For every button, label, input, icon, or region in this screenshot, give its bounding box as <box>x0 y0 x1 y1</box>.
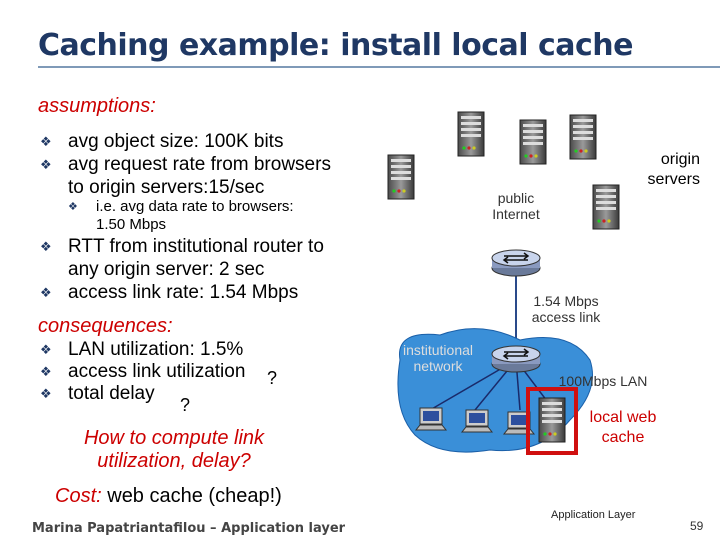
local-cache-highlight <box>526 387 578 455</box>
diamond-bullet-icon: ❖ <box>40 239 52 254</box>
internet-router-icon <box>491 249 541 277</box>
assumptions-heading: assumptions: <box>38 95 156 117</box>
application-layer-label: Application Layer <box>551 509 636 521</box>
diamond-bullet-icon: ❖ <box>68 201 78 213</box>
access-link-label: 1.54 Mbps access link <box>531 293 601 325</box>
diamond-bullet-icon: ❖ <box>40 285 52 300</box>
lan-label: 100Mbps LAN <box>558 373 648 389</box>
footer-author: Marina Papatriantafilou – Application la… <box>32 521 346 536</box>
local-cache-server-icon <box>538 397 566 443</box>
origin-servers-label: origin servers <box>647 151 700 188</box>
diamond-bullet-icon: ❖ <box>40 364 52 379</box>
cost-line: Cost: web cache (cheap!) <box>55 485 282 508</box>
question-text: How to compute link utilization, delay? <box>83 427 265 472</box>
institutional-router-icon <box>491 345 541 373</box>
diamond-bullet-icon: ❖ <box>40 342 52 357</box>
diamond-bullet-icon: ❖ <box>40 157 52 172</box>
page-number: 59 <box>690 519 704 533</box>
total-delay-unknown: ? <box>180 395 191 415</box>
origin-server-2 <box>519 119 547 165</box>
origin-server-4 <box>387 154 415 200</box>
diamond-bullet-icon: ❖ <box>40 386 52 401</box>
slide-title: Caching example: install local cache <box>38 28 633 63</box>
local-cache-label: local web cache <box>589 409 657 446</box>
institutional-network-label: institutional network <box>402 342 474 374</box>
origin-server-3 <box>569 114 597 160</box>
origin-server-5 <box>592 184 620 230</box>
pc-icon <box>415 407 447 431</box>
pc-icon <box>461 409 493 433</box>
cost-label: Cost: <box>55 485 102 507</box>
diamond-bullet-icon: ❖ <box>40 134 52 149</box>
public-internet-label: public Internet <box>492 190 540 222</box>
access-utilization-unknown: ? <box>267 368 278 388</box>
cost-text: web cache (cheap!) <box>101 485 282 507</box>
consequences-heading: consequences: <box>38 315 173 337</box>
title-divider <box>38 66 720 68</box>
origin-server-1 <box>457 111 485 157</box>
